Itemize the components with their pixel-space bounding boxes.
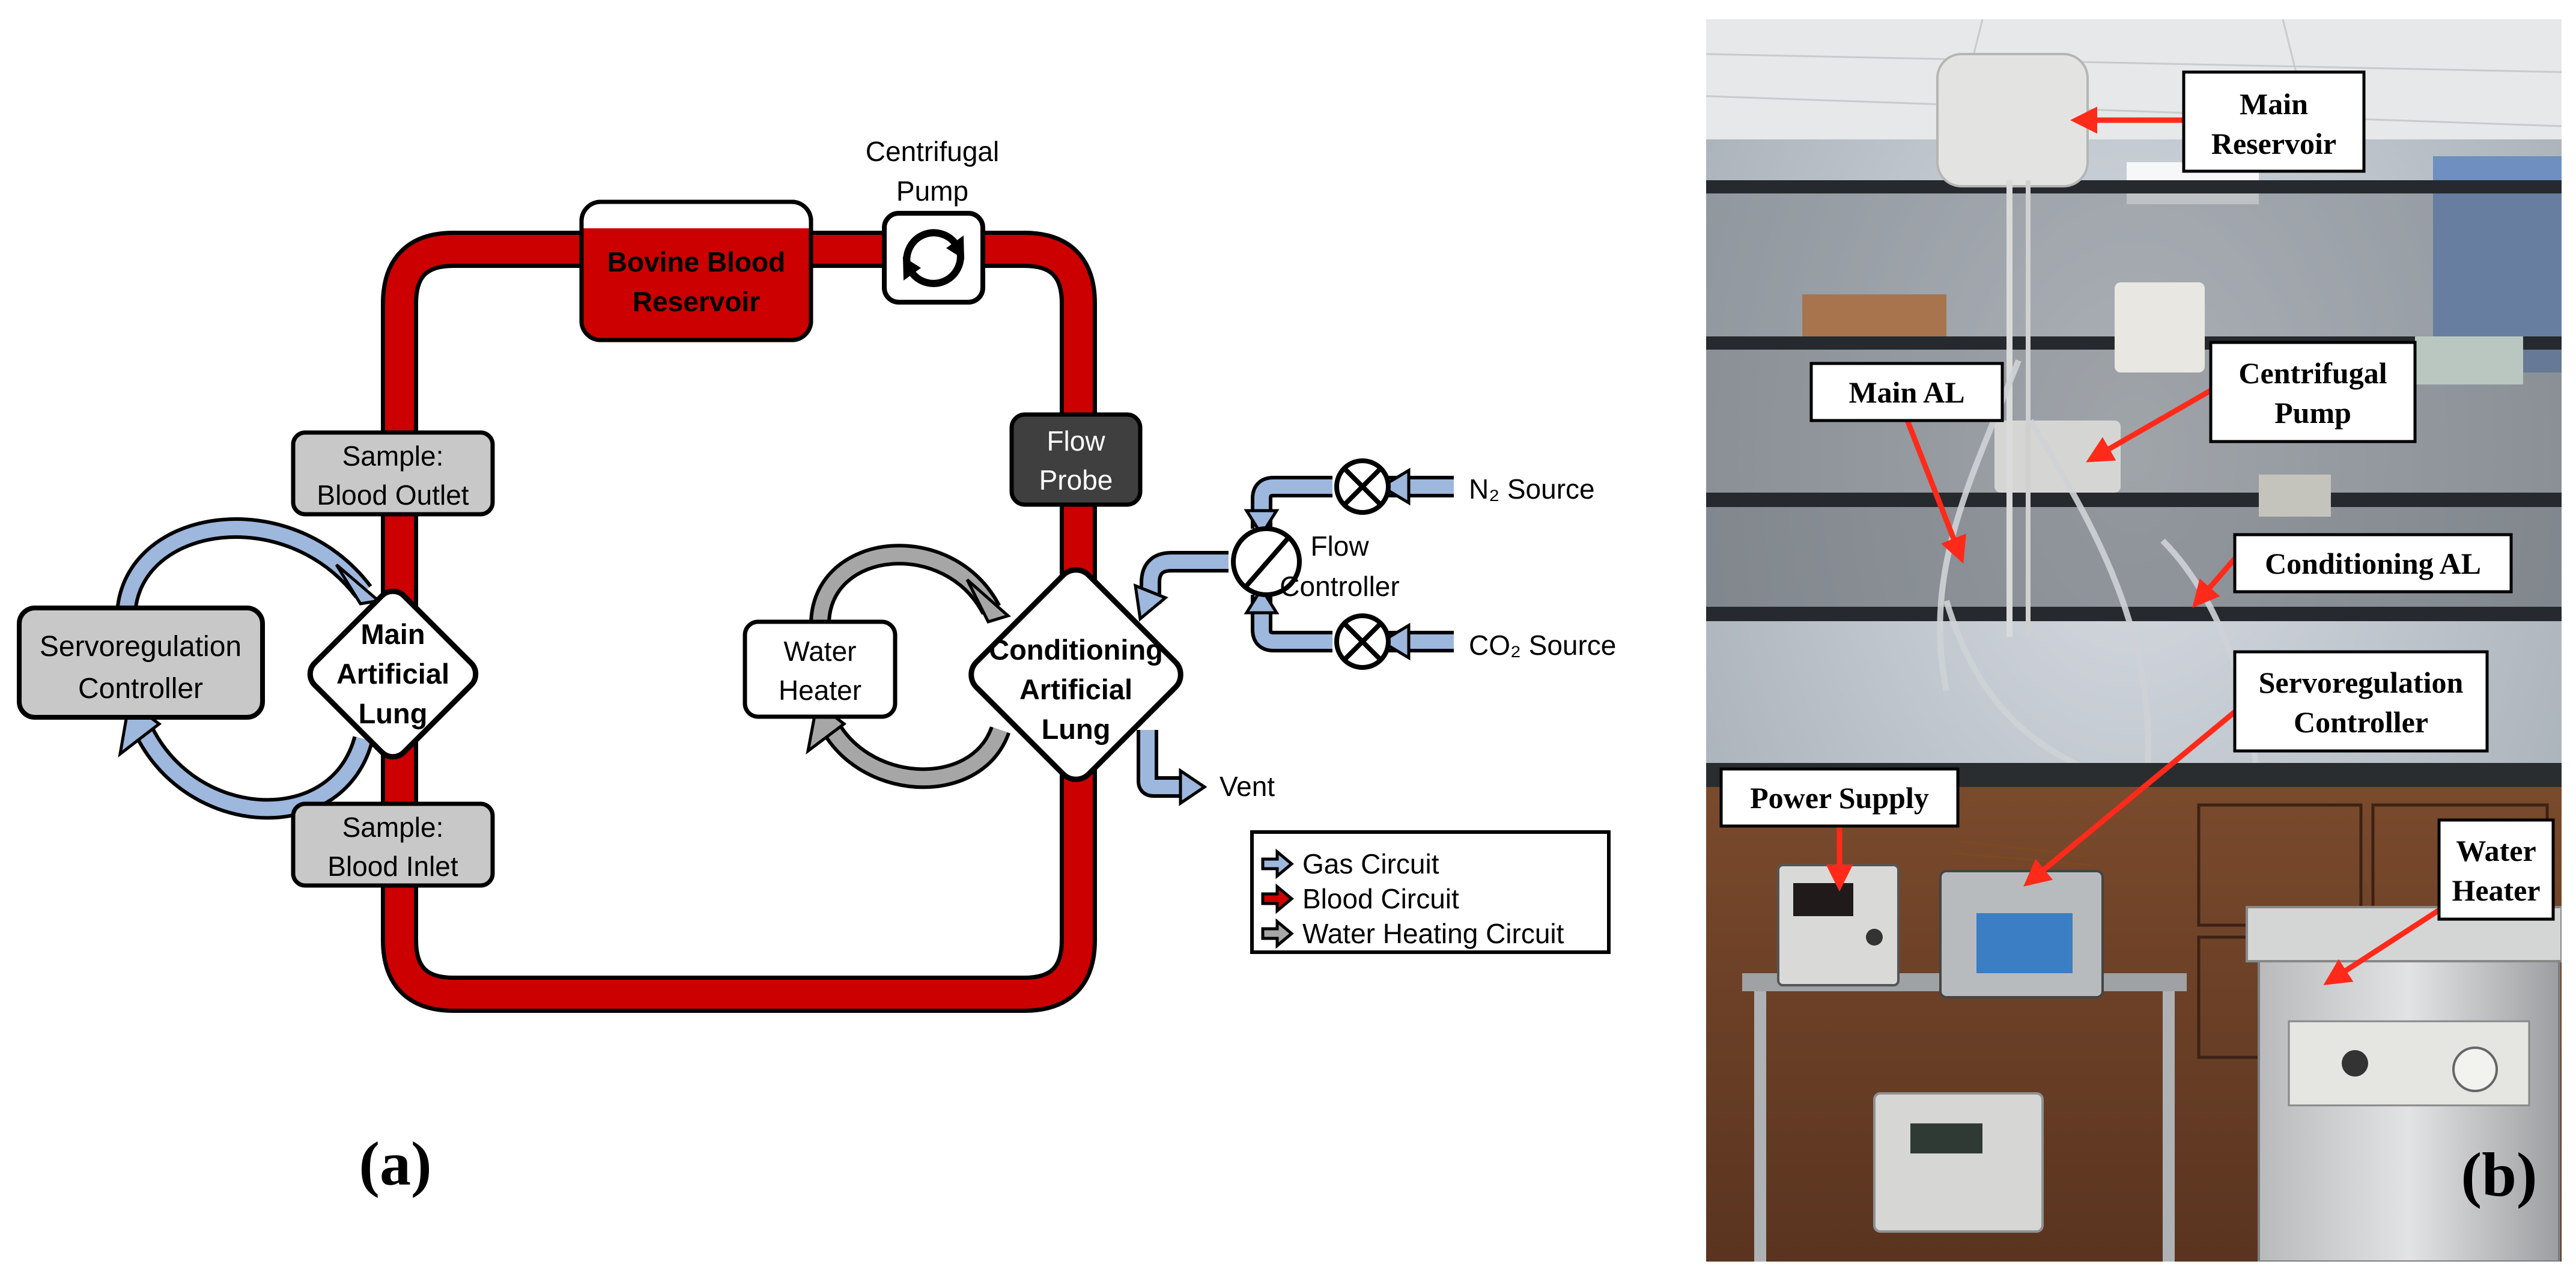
vent-label: Vent [1220,771,1275,802]
bovine-blood-reservoir: Bovine Blood Reservoir [579,199,813,342]
blood-circuit-outline [381,231,1097,1013]
gas-circuit-lines [1133,467,1454,806]
photo-label-main-reservoir: Main Reservoir [2182,70,2366,173]
photo-servo-line2: Controller [2294,705,2428,739]
main-lung-line3: Lung [359,697,428,729]
main-lung-line1: Main [360,618,425,650]
conditioning-al-text: Conditioning AL [2265,547,2481,580]
water-heater-line2: Heater [779,675,861,706]
panel-b-label: (b) [2461,1140,2537,1209]
sample-blood-inlet: Sample: Blood Inlet [291,801,495,888]
lab-setup-photo: Main Reservoir Centrifugal Pump Main AL … [1706,19,2562,1262]
legend-arrow-icon [1261,918,1294,949]
legend-arrow-icon [1261,883,1294,914]
photo-servo-line1: Servoregulation [2259,666,2464,699]
servoregulation-gas-loop [115,517,382,820]
photo-pump-line2: Pump [2274,396,2351,430]
main-artificial-lung: Main Artificial Lung [307,588,479,760]
flow-controller-label-line2: Controller [1280,571,1399,602]
n2-source-label: N₂ Source [1469,473,1595,505]
photo-water-line2: Heater [2452,873,2540,907]
pump-rotation-icon [903,229,964,287]
water-heater-line1: Water [784,636,857,667]
photo-label-water-heater: Water Heater [2437,818,2555,921]
legend-arrow-icon [1261,848,1294,880]
servo-label-line1: Servoregulation [40,631,242,663]
sample-blood-outlet: Sample: Blood Outlet [291,430,495,517]
blood-circuit-pipe [385,235,1093,1009]
water-heater-box: Water Heater [743,619,898,719]
photo-label-main-al: Main AL [1809,362,2004,422]
panel-a-label: (a) [359,1129,431,1198]
pump-label-line1: Centrifugal [866,136,999,167]
co2-source-label: CO₂ Source [1469,630,1616,661]
conditioning-artificial-lung: Conditioning Artificial Lung [968,567,1183,782]
legend-label: Water Heating Circuit [1302,918,1564,949]
water-heating-loop [806,544,1012,789]
sample-inlet-line1: Sample: [342,812,444,843]
legend-entry: Blood Circuit [1261,883,1459,914]
legend-entry: Water Heating Circuit [1261,918,1564,949]
schematic-diagram: Bovine Blood Reservoir Centrifugal Pump … [17,136,1616,1198]
legend-label: Blood Circuit [1302,883,1459,914]
sample-outlet-line1: Sample: [342,440,444,472]
photo-pump-line1: Centrifugal [2238,356,2387,390]
cond-lung-line1: Conditioning [989,634,1163,666]
pump-label-line2: Pump [896,175,968,207]
power-supply-text: Power Supply [1750,781,1929,815]
reservoir-label-line2: Reservoir [633,286,760,317]
main-reservoir-line1: Main [2240,87,2308,121]
photo-label-centrifugal-pump: Centrifugal Pump [2209,341,2417,443]
co2-valve-icon [1334,613,1391,670]
legend-entry: Gas Circuit [1261,848,1439,880]
flow-probe: Flow Probe [1009,412,1143,507]
sample-inlet-line2: Blood Inlet [327,851,458,882]
cond-lung-line2: Artificial [1019,673,1132,705]
flow-probe-line1: Flow [1046,425,1105,457]
main-reservoir-line2: Reservoir [2211,127,2336,160]
photo-label-power-supply: Power Supply [1719,767,1960,828]
reservoir-label-line1: Bovine Blood [607,246,785,278]
servo-label-line2: Controller [78,673,203,705]
main-lung-line2: Artificial [336,658,449,690]
sample-outlet-line2: Blood Outlet [317,479,469,511]
flow-controller-icon [1231,526,1302,597]
photo-label-servoregulation-controller: Servoregulation Controller [2233,650,2489,753]
centrifugal-pump: Centrifugal Pump [866,136,999,305]
flow-controller-label-line1: Flow [1310,530,1369,562]
photo-water-line1: Water [2456,834,2536,867]
n2-valve-icon [1334,458,1391,515]
cond-lung-line3: Lung [1042,713,1111,745]
photo-label-conditioning-al: Conditioning AL [2233,533,2513,594]
main-al-text: Main AL [1848,375,1964,409]
servoregulation-controller-box: Servoregulation Controller [17,606,265,720]
legend-label: Gas Circuit [1302,848,1439,880]
flow-probe-line2: Probe [1039,464,1113,496]
